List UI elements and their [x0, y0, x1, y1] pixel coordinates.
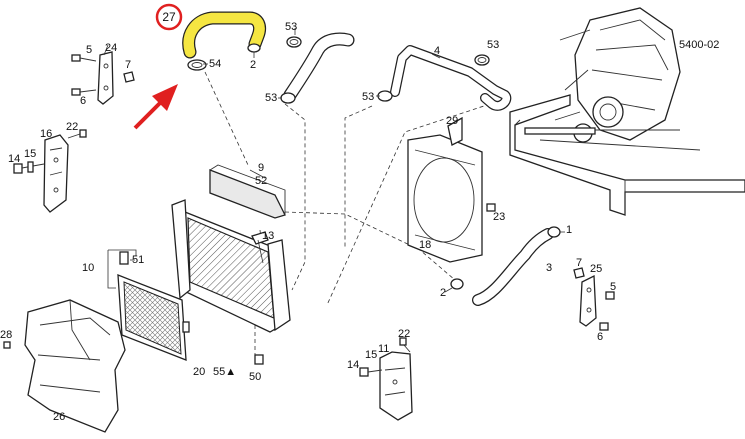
- hose-27-fill: [183, 12, 265, 58]
- label-5b: 5: [610, 281, 616, 293]
- engine-block: [554, 7, 681, 143]
- label-9: 9: [258, 162, 264, 174]
- label-18: 18: [419, 239, 431, 251]
- label-16: 16: [40, 128, 52, 140]
- label-11: 11: [378, 343, 389, 355]
- label-53d: 53: [487, 39, 499, 51]
- bracket-11-group: [254, 337, 413, 421]
- label-50: 50: [249, 371, 261, 383]
- hose-3: [450, 226, 561, 306]
- fan-shroud-18: [407, 116, 496, 263]
- label-53c: 53: [362, 91, 374, 103]
- label-6a: 6: [80, 95, 86, 107]
- label-10: 10: [82, 262, 94, 274]
- label-51: 51: [132, 254, 144, 266]
- bolt-icon: [599, 322, 609, 331]
- condenser: [107, 249, 190, 361]
- callout-label: 27: [162, 10, 176, 24]
- bolt-23-icon: [486, 203, 496, 212]
- bracket-29: [447, 116, 463, 146]
- bolt-icon: [13, 129, 87, 174]
- nut-icon: [573, 267, 585, 279]
- label-20: 20: [193, 366, 205, 378]
- label-15b: 15: [365, 349, 377, 361]
- foam-strip-9: [209, 164, 286, 219]
- clip-51: [119, 251, 129, 265]
- label-2a: 2: [250, 59, 256, 71]
- label-22b: 22: [398, 328, 410, 340]
- label-23: 23: [493, 211, 505, 223]
- nut-icon: [123, 71, 135, 83]
- label-7b: 7: [576, 257, 582, 269]
- label-28: 28: [0, 329, 12, 341]
- part-labels: 5400-02 24 5 7 6 54 2 53 53 53 53 4 16 2…: [0, 21, 719, 423]
- part-27-callout[interactable]: 27: [155, 3, 183, 31]
- label-6b: 6: [597, 331, 603, 343]
- label-14a: 14: [8, 153, 20, 165]
- label-4: 4: [434, 45, 440, 57]
- bolt-icon: [399, 337, 407, 346]
- bolt-icon: [359, 367, 369, 377]
- callout-circle: [155, 3, 183, 31]
- label-3: 3: [546, 262, 552, 274]
- label-26: 26: [53, 411, 65, 423]
- label-7a: 7: [125, 59, 131, 71]
- label-13: 13: [262, 230, 274, 242]
- label-14b: 14: [347, 359, 359, 371]
- bolt-icon: [605, 291, 615, 300]
- label-15a: 15: [24, 148, 36, 160]
- bracket-25-group: [573, 267, 615, 331]
- label-55: 55▲: [213, 366, 236, 378]
- label-53b: 53: [265, 92, 277, 104]
- highlighted-hose-27: [182, 11, 267, 71]
- label-53a: 53: [285, 21, 297, 33]
- label-22a: 22: [66, 121, 78, 133]
- label-24: 24: [105, 42, 117, 54]
- leader-lines: [130, 28, 565, 293]
- label-25: 25: [590, 263, 602, 275]
- label-5a: 5: [86, 44, 92, 56]
- label-2b: 2: [440, 287, 446, 299]
- pipe-4: [377, 45, 512, 111]
- label-52: 52: [255, 175, 267, 187]
- label-1: 1: [566, 224, 572, 236]
- label-29: 29: [446, 115, 458, 127]
- label-54: 54: [209, 58, 221, 70]
- hose-53-upper: [280, 32, 355, 104]
- bolt-28-icon: [3, 341, 11, 349]
- chassis-rail: [509, 94, 745, 216]
- bracket-16-group: [13, 129, 87, 213]
- assembly-lines: [204, 71, 491, 360]
- clip-13: [251, 231, 269, 245]
- bolt-icon: [71, 54, 97, 96]
- radiator: [171, 199, 291, 333]
- drain-50-icon: [254, 354, 264, 365]
- reference-code: 5400-02: [679, 39, 719, 51]
- deflector-26: [3, 299, 126, 433]
- red-arrow-icon: [133, 84, 178, 130]
- bracket-24-group: [71, 44, 135, 105]
